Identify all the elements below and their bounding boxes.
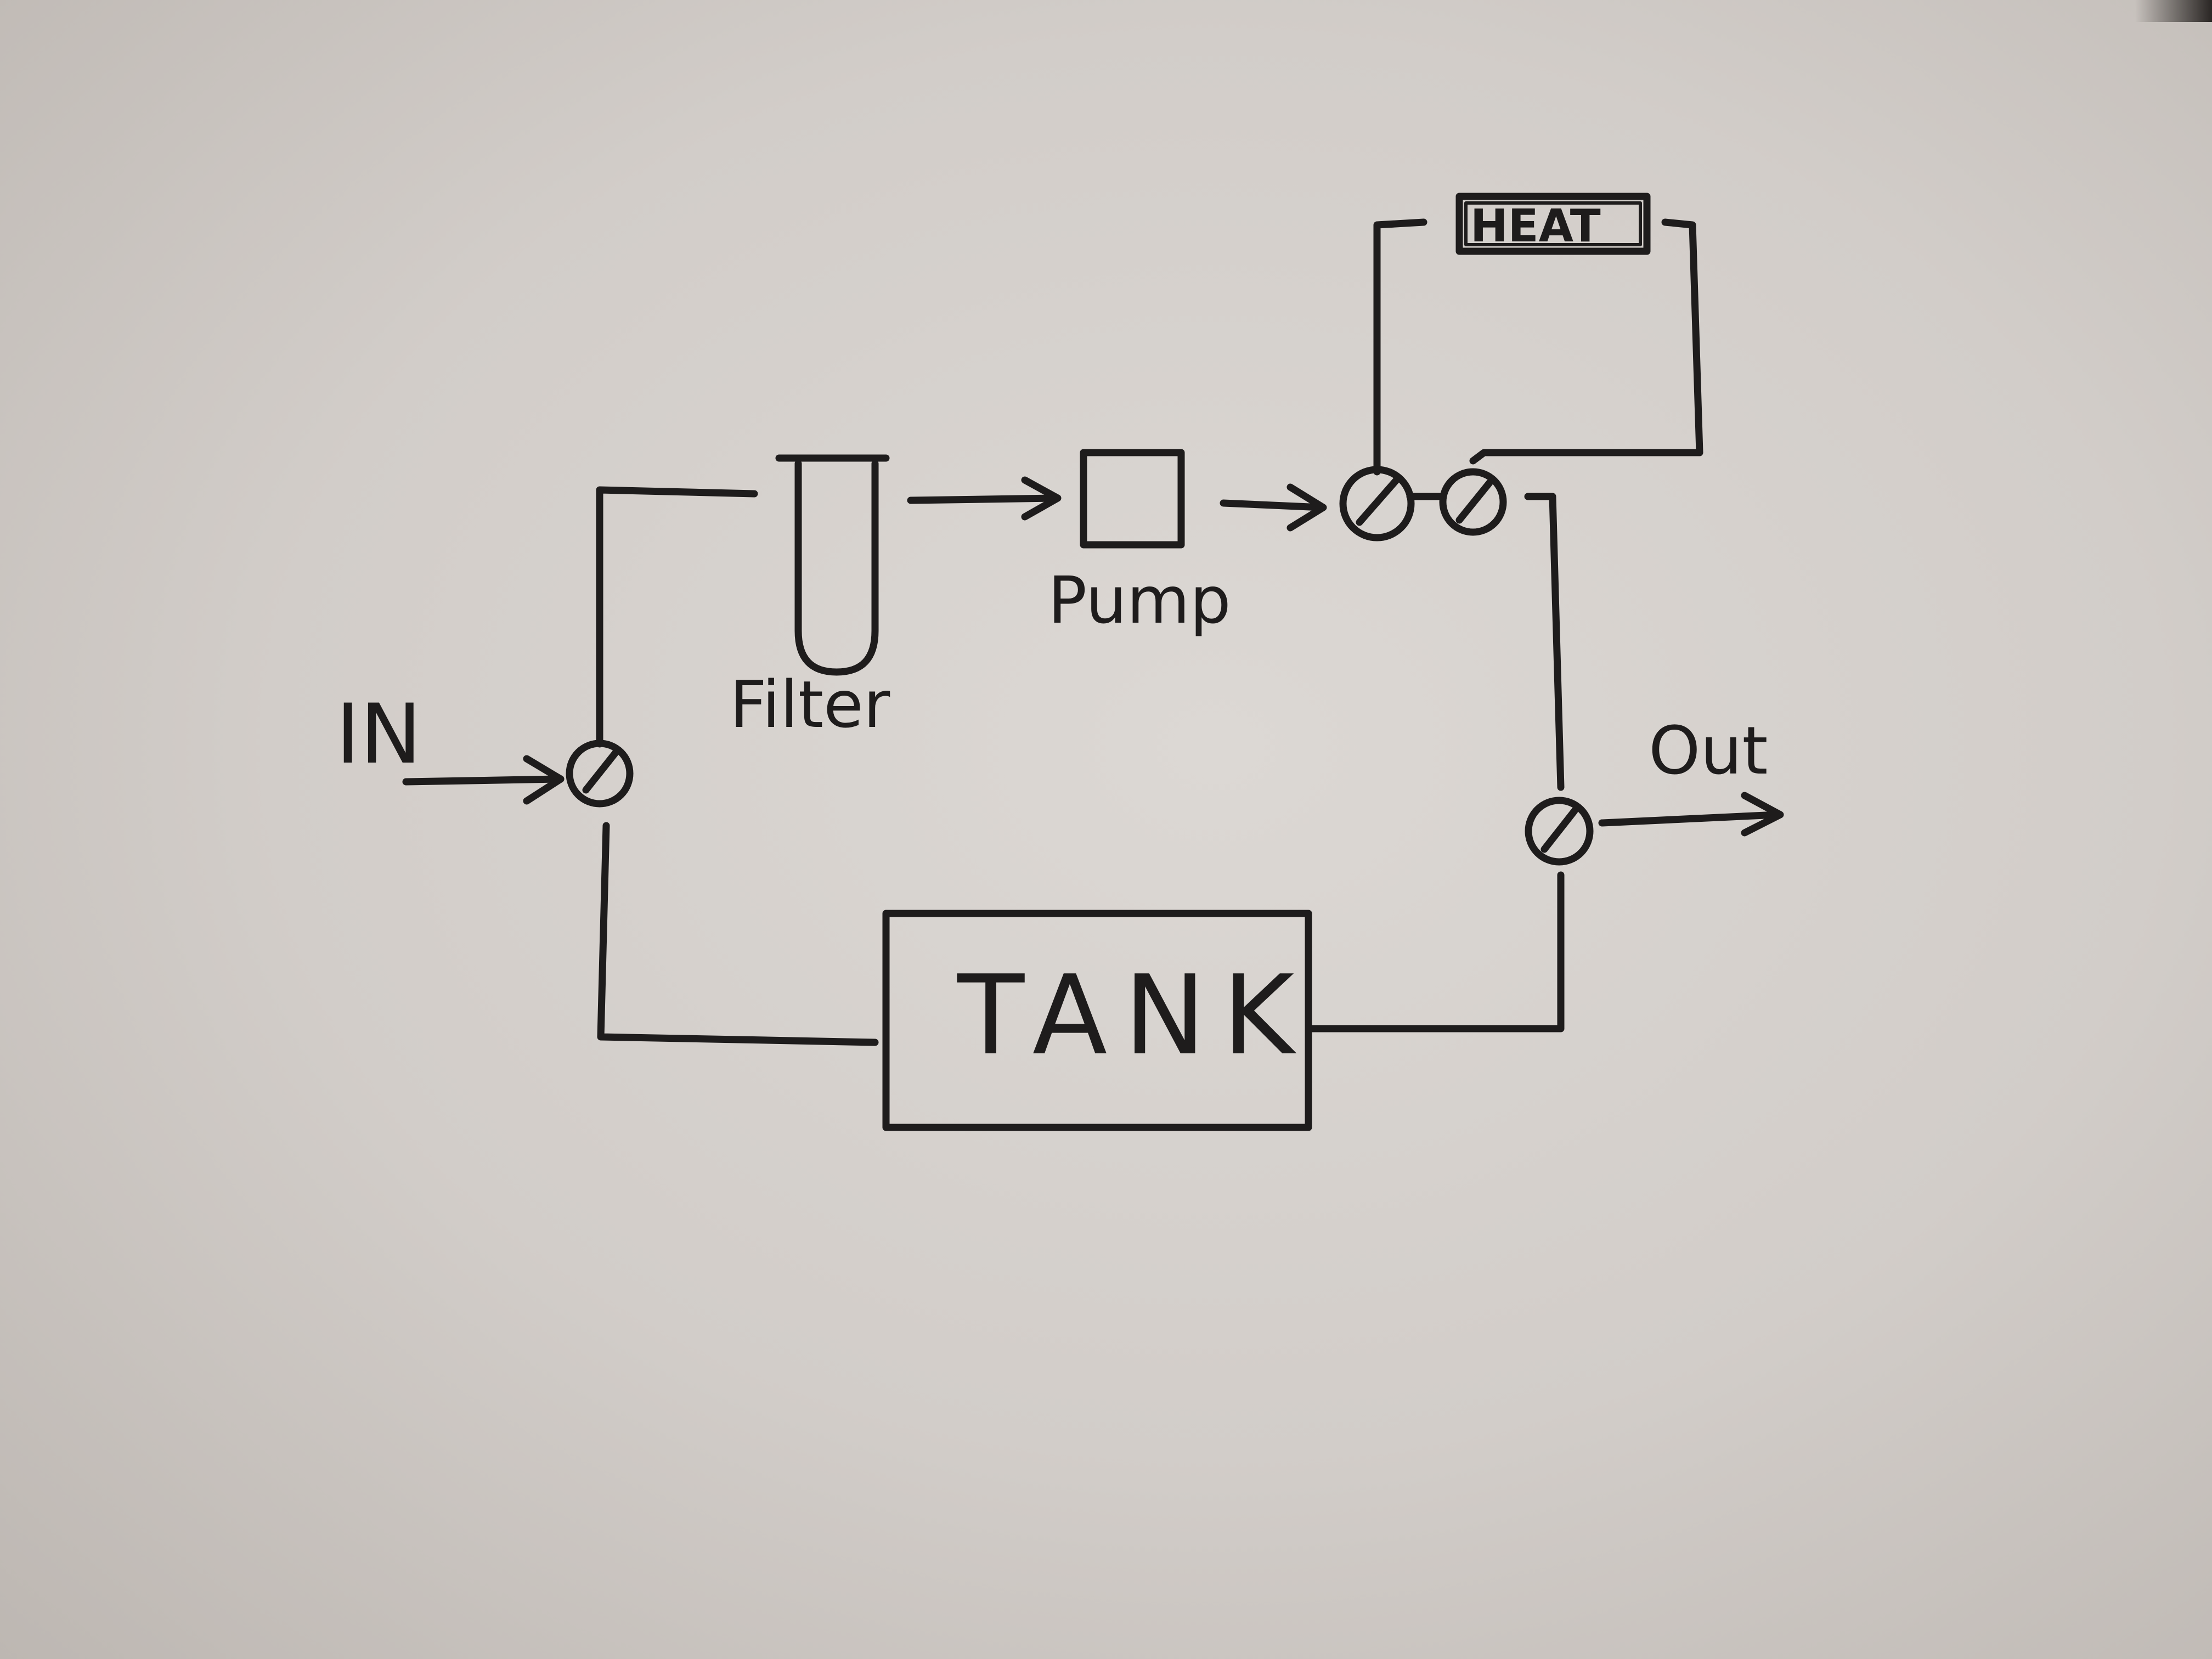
arrow-filter-to-pump: [907, 476, 1062, 521]
arrow-out: [1598, 792, 1784, 837]
pipe-riser-to-outlet-valve: [1524, 493, 1565, 791]
label-out: Out: [1649, 713, 1768, 789]
pipe-valve-to-filter: [596, 486, 758, 748]
heater-supply-valve-icon: [1339, 466, 1415, 541]
corner-shadow: [2135, 0, 2212, 22]
label-filter: Filter: [730, 667, 890, 742]
arrow-in: [402, 755, 565, 805]
pipe-valve-to-tank: [597, 822, 879, 1046]
heater-return-valve-icon: [1439, 468, 1507, 536]
pipe-heater-loop-left: [1373, 218, 1427, 476]
arrow-pump-to-valve: [1220, 483, 1327, 532]
inlet-valve-icon: [566, 740, 634, 808]
label-in: IN: [336, 687, 421, 782]
label-tank: TANK: [957, 952, 1311, 1080]
pipe-tank-to-outlet-valve: [1307, 871, 1565, 1032]
heater-icon: [1455, 193, 1651, 255]
tank-icon: [882, 910, 1312, 1131]
pipe-heater-loop-right: [1469, 218, 1703, 465]
outlet-valve-icon: [1525, 797, 1594, 866]
label-heat: HEAT: [1470, 200, 1601, 252]
label-pump: Pump: [1048, 562, 1231, 638]
filter-icon: [775, 454, 890, 676]
pump-icon: [1080, 449, 1185, 549]
